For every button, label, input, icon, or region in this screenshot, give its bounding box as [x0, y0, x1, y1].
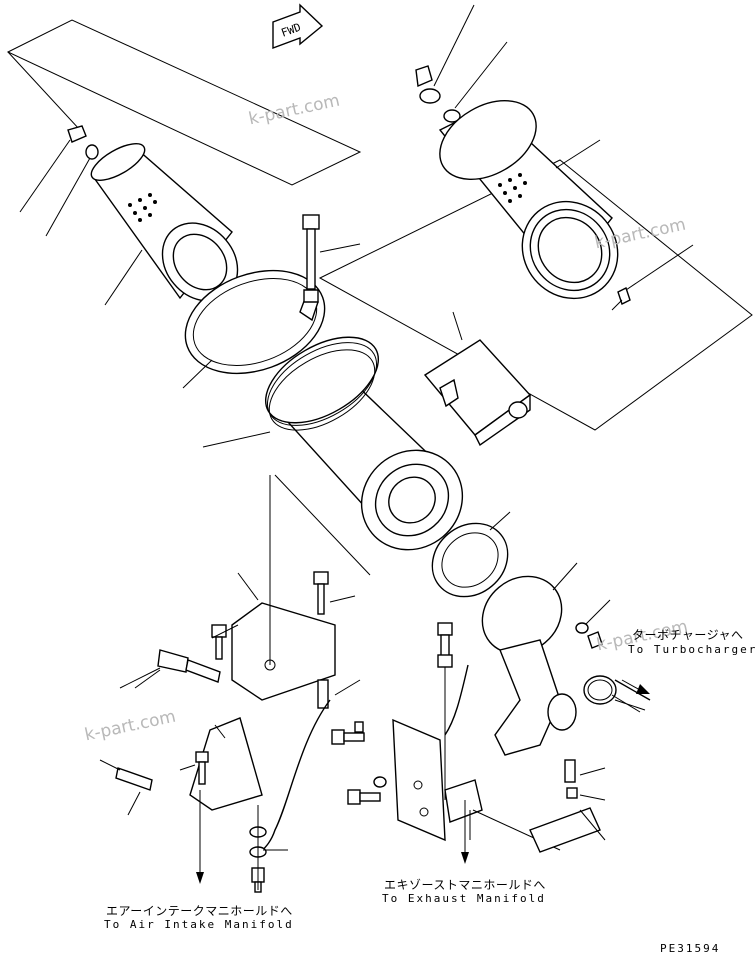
exhaust-label-en: To Exhaust Manifold	[382, 892, 546, 905]
restriction-sensor	[134, 649, 221, 689]
drawing-code: PE31594	[660, 942, 721, 955]
turbo-hose-clamp	[583, 675, 651, 713]
cap-nut-left	[19, 125, 99, 237]
arrow-exhaust	[461, 800, 469, 864]
clamp-bolt	[302, 214, 361, 303]
exhaust-bracket	[331, 622, 561, 851]
support-bracket	[189, 717, 263, 811]
lower-bolt-stack	[249, 805, 288, 893]
leader-frame-left	[6, 19, 362, 186]
fwd-text: FWD	[279, 21, 302, 40]
air-cleaner-body	[202, 336, 464, 551]
outlet-elbow	[481, 562, 578, 756]
outer-filter-element	[438, 100, 694, 311]
small-angle-bracket	[529, 759, 606, 853]
wing-nut	[415, 4, 508, 123]
nut-washer-right	[575, 599, 611, 649]
arrow-air-intake	[196, 790, 204, 884]
gasket	[431, 511, 511, 598]
bracket-bolts	[211, 571, 361, 709]
air-intake-label-en: To Air Intake Manifold	[104, 918, 294, 931]
arrow-turbo	[621, 679, 650, 694]
exhaust-label-jp: エキゾーストマニホールドへ	[384, 878, 546, 892]
inner-filter-element	[90, 143, 239, 306]
leader-lines	[119, 474, 371, 771]
air-intake-label-jp: エアーインテークマニホールドへ	[106, 904, 293, 918]
turbo-label-jp: ターボチャージャへ	[632, 628, 744, 642]
band-clamp	[182, 269, 326, 389]
fwd-arrow: FWD	[272, 3, 324, 50]
mounting-bracket-left	[231, 475, 336, 701]
turbo-label-en: To Turbocharger	[628, 643, 756, 656]
evacuator-housing	[423, 311, 532, 447]
